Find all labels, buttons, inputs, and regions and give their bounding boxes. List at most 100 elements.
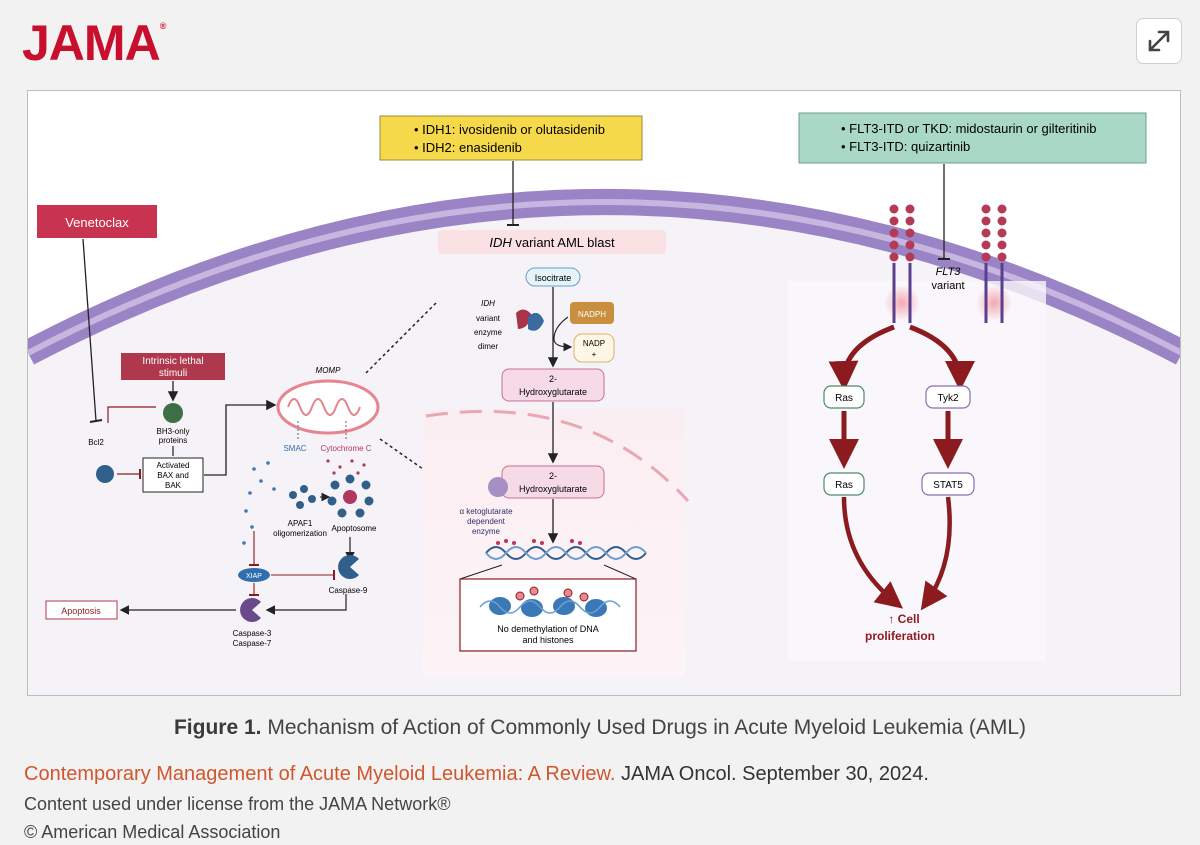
ras-bottom-box <box>823 472 865 496</box>
idh-enzyme-line2: enzyme <box>474 328 503 337</box>
apoptosome-label: Apoptosome <box>332 524 377 533</box>
caspase37-icon <box>240 598 261 622</box>
activated-line3: BAK <box>165 481 182 490</box>
flt3-to-ras-arrow <box>828 324 895 391</box>
nadph-box <box>570 302 614 324</box>
venetoclax-inhibit-bar <box>89 419 103 423</box>
bh3-line2: proteins <box>159 436 187 445</box>
nadp-line1: NADP <box>583 339 605 348</box>
idh-blast-box <box>438 230 666 254</box>
figure-caption: Figure 1. Mechanism of Action of Commonl… <box>0 716 1200 740</box>
no-demethylation-line2: and histones <box>522 635 574 645</box>
methyl-marks <box>515 586 589 602</box>
flt3-drug-line2: • FLT3-ITD: quizartinib <box>841 139 970 154</box>
akg-line3: enzyme <box>472 527 501 536</box>
idh-enzyme-line3: dimer <box>478 342 498 351</box>
idh-blast-gene: IDH <box>489 235 512 250</box>
intrinsic-line1: Intrinsic lethal <box>142 356 203 367</box>
akg-enzyme-icon <box>488 477 508 497</box>
flt3-to-tyk2-arrow <box>909 324 975 391</box>
apaf1-icon <box>289 485 316 509</box>
ras-to-proliferation <box>841 496 903 609</box>
bh3-protein-icon <box>163 403 183 423</box>
bax-to-mitochondria <box>204 399 277 476</box>
zoom-line-top <box>365 302 437 374</box>
bcl2-bh3-link <box>107 406 156 423</box>
flt3-drug-box <box>798 112 1147 164</box>
jama-logo: JAMA® <box>22 15 167 71</box>
xiap-icon <box>238 568 270 582</box>
ras-top-label: Ras <box>835 393 853 404</box>
idh-enzyme-line1: variant <box>476 314 501 323</box>
figure-panel[interactable]: Venetoclax Intrinsic lethal stimuli BH3-… <box>27 90 1181 696</box>
activated-line2: BAX and <box>157 471 189 480</box>
intrinsic-line2: stimuli <box>159 368 187 379</box>
dna-helix-strand-b <box>485 546 647 560</box>
stat5-to-proliferation <box>920 496 952 611</box>
idh-enzyme-icon-a <box>516 309 532 329</box>
bcl2-label: Bcl2 <box>88 438 104 447</box>
expand-button[interactable] <box>1136 18 1182 64</box>
cytochrome-label: Cytochrome C <box>320 444 371 453</box>
apoptosome-icon <box>327 474 374 518</box>
isocitrate-label: Isocitrate <box>535 273 572 283</box>
aml-mechanism-diagram: Venetoclax Intrinsic lethal stimuli BH3-… <box>28 112 1180 695</box>
apaf1-line1: APAF1 <box>288 519 313 528</box>
caspase9-icon <box>338 555 359 579</box>
bh3-line1: BH3-only <box>157 427 190 436</box>
idh-blast-rest: variant AML blast <box>512 235 615 250</box>
apoptosis-label: Apoptosis <box>61 606 101 616</box>
flt3-variant-label: variant <box>931 280 964 292</box>
cell-proliferation-line1: ↑ Cell <box>888 612 919 626</box>
methyl-groups <box>496 539 582 545</box>
idh-blast-label: IDH variant AML blast <box>489 235 615 250</box>
caspase37-line1: Caspase-3 <box>233 629 272 638</box>
akg-line1: α ketoglutarate <box>459 507 513 516</box>
venetoclax-label: Venetoclax <box>65 215 129 230</box>
idh-enzyme-gene: IDH <box>481 299 495 308</box>
mitochondrion-cristae <box>287 398 361 416</box>
caption-label: Figure 1. <box>173 716 262 739</box>
nadp-box <box>573 333 615 363</box>
zoom-line-bottom <box>379 438 424 470</box>
article-link[interactable]: Contemporary Management of Acute Myeloid… <box>24 763 616 785</box>
nadph-conversion-arrow <box>553 316 573 352</box>
dna-zoom-lines <box>459 564 637 580</box>
idh-drug-line2: • IDH2: enasidenib <box>414 140 522 155</box>
flt3-receptor-icons <box>884 204 1012 323</box>
no-demethylation-line1: No demethylation of DNA <box>497 624 599 634</box>
membrane-inner-line <box>28 199 1180 356</box>
apoptosis-box <box>45 600 118 620</box>
copyright-text: © American Medical Association <box>24 822 281 842</box>
cell-proliferation-line2: proliferation <box>865 629 935 643</box>
xiap-label: XIAP <box>246 573 262 580</box>
venetoclax-box <box>37 205 157 238</box>
flt3-drug-line1: • FLT3-ITD or TKD: midostaurin or gilter… <box>841 121 1096 136</box>
idh-drug-box <box>379 115 643 161</box>
ras-top-box <box>823 385 865 409</box>
2hg-bottom-line2: Hydroxyglutarate <box>519 484 587 494</box>
license-text: Content used under license from the JAMA… <box>24 794 451 814</box>
flt3-variant-gene: FLT3 <box>936 266 962 278</box>
tyk2-label: Tyk2 <box>937 393 959 404</box>
venetoclax-inhibit-line <box>82 238 97 422</box>
2hg-top-line1: 2- <box>549 374 557 384</box>
logo-registered-mark: ® <box>159 21 167 31</box>
intrinsic-stimuli-box <box>121 353 225 380</box>
journal-info: JAMA Oncol. September 30, 2024. <box>621 763 929 785</box>
isocitrate-box <box>525 267 581 287</box>
idh-enzyme-icon-b <box>528 312 544 331</box>
flt3-region <box>788 281 1046 661</box>
activated-line1: Activated <box>157 461 190 470</box>
logo-text: JAMA <box>22 15 161 71</box>
ras-bottom-label: Ras <box>835 480 853 491</box>
2hg-bottom-line1: 2- <box>549 471 557 481</box>
2hg-box-top <box>501 368 605 402</box>
activated-bax-box <box>142 457 204 493</box>
stat5-box <box>921 472 975 496</box>
caspase9-to-caspase3 <box>265 594 347 615</box>
caspase37-line2: Caspase-7 <box>233 639 272 648</box>
idh-drug-line1: • IDH1: ivosidenib or olutasidenib <box>414 122 605 137</box>
apaf1-line2: oligomerization <box>273 529 327 538</box>
histone-icons <box>479 597 621 617</box>
